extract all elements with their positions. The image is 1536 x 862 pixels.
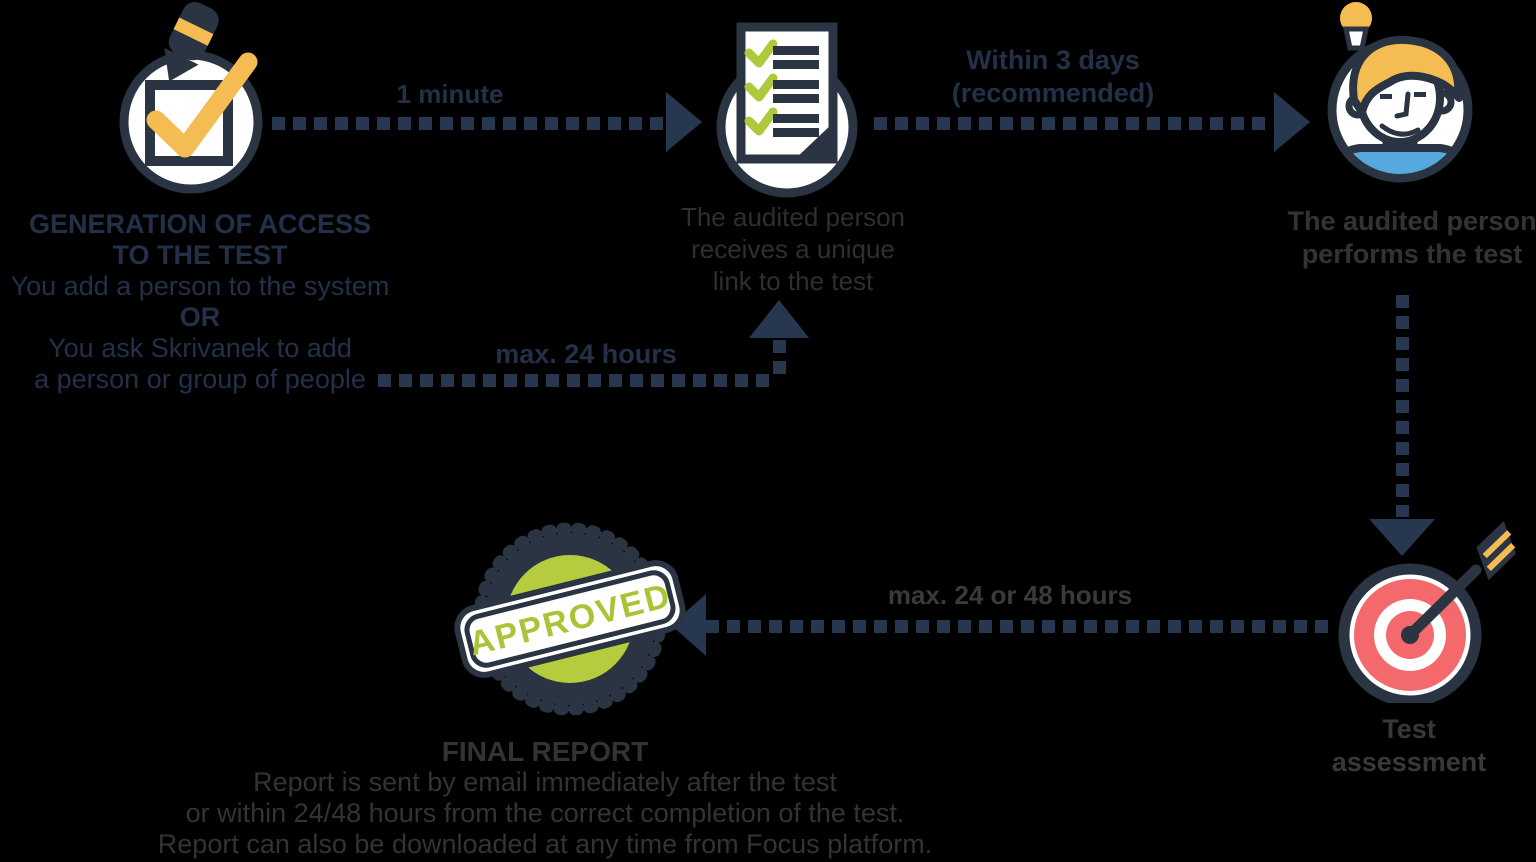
final-report-line2: or within 24/48 hours from the correct c… [185, 798, 905, 828]
dart-shaft [1404, 564, 1482, 641]
step1-body-line2: You ask Skrivanek to add [48, 333, 352, 363]
person-idea-svg [1327, 2, 1473, 183]
dotted-arrow-1 [272, 117, 664, 130]
step1-title-line2: TO THE TEST [112, 240, 288, 270]
checklist-document-icon [707, 20, 867, 225]
arrow-label-1-minute: 1 minute [396, 79, 504, 109]
step1-title-line1: GENERATION OF ACCESS [28, 209, 372, 239]
final-report-line3: Report can also be downloaded at any tim… [157, 829, 933, 859]
final-report-caption: FINAL REPORT Report is sent by email imm… [90, 736, 1000, 860]
final-report-title: FINAL REPORT [441, 736, 649, 767]
pencil-icon [164, 2, 219, 82]
dotted-arrow-2 [874, 117, 1272, 130]
approved-stamp-svg: APPROVED [454, 522, 686, 716]
step2-caption: The audited person receives a unique lin… [643, 201, 943, 297]
eye [1414, 92, 1426, 97]
dotted-arrow-4 [1396, 295, 1409, 517]
step1-or: OR [179, 302, 221, 332]
step3-line1: The audited person [1287, 206, 1536, 236]
dotted-arrow-3-riser [773, 340, 786, 374]
checkmark-icon [146, 52, 258, 158]
arrowhead-down-icon [1369, 519, 1435, 556]
hair [1349, 35, 1463, 116]
step4-caption: Test assessment [1309, 713, 1509, 779]
person-idea-icon [1318, 0, 1488, 200]
dotted-arrow-3 [378, 374, 776, 387]
smile [1379, 123, 1421, 137]
step4-line1: Test [1382, 714, 1436, 744]
step2-line2: receives a unique [691, 234, 895, 264]
step1-body-line3: a person or group of people [34, 364, 366, 394]
checklist-rows [744, 39, 819, 137]
folded-corner [795, 123, 833, 159]
step3-caption: The audited person performs the test [1262, 205, 1536, 271]
target-dart-icon [1318, 518, 1536, 708]
step2-line1: The audited person [680, 202, 906, 232]
arrow-label-within-3-days: Within 3 days (recommended) [903, 44, 1203, 110]
step2-line3: link to the test [712, 266, 874, 296]
label-line: Within 3 days [966, 45, 1140, 75]
arrowhead-up-icon [749, 300, 809, 338]
arrow-label-max-24-hours: max. 24 hours [495, 339, 677, 369]
step3-line2: performs the test [1301, 239, 1523, 269]
dart-fletching [1476, 520, 1516, 581]
arrowhead-right-icon [666, 92, 702, 152]
arrowhead-right-icon [1274, 92, 1310, 152]
eye [1380, 94, 1392, 99]
checklist-document-svg [716, 22, 858, 198]
shirt [1336, 144, 1464, 174]
label-line: (recommended) [951, 78, 1155, 108]
final-report-line1: Report is sent by email immediately afte… [253, 767, 837, 797]
step1-body-line1: You add a person to the system [10, 271, 390, 301]
nose [1394, 91, 1411, 119]
step4-line2: assessment [1331, 747, 1487, 777]
arrow-label-max-24-48-hours: max. 24 or 48 hours [887, 580, 1133, 610]
target-dart-svg [1338, 520, 1516, 707]
approved-stamp-icon: APPROVED [445, 510, 695, 745]
checkbox-pencil-icon [90, 0, 300, 200]
checkbox-pencil-svg [119, 2, 263, 194]
step1-caption: GENERATION OF ACCESS TO THE TEST You add… [0, 209, 400, 395]
dotted-arrow-5 [706, 620, 1332, 633]
lightbulb-icon [1340, 2, 1372, 51]
